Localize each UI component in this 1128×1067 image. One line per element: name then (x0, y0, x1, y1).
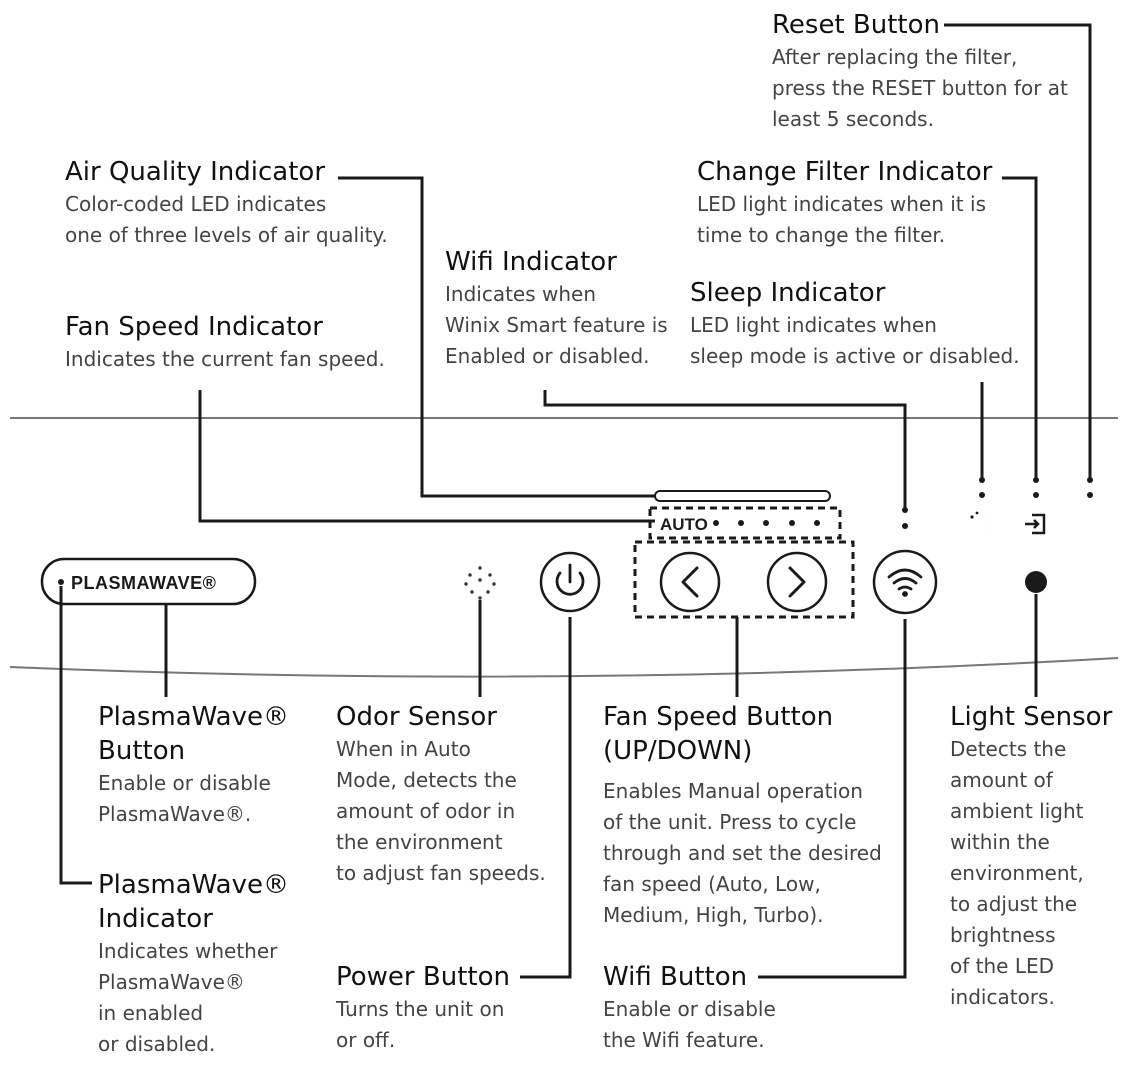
plasmawave-indicator-desc: Indicates whether PlasmaWave® in enabled… (98, 939, 278, 1056)
callout-sleep-indicator: Sleep Indicator LED light indicates when… (690, 276, 1020, 372)
sleep-indicator-desc: LED light indicates when sleep mode is a… (690, 313, 1020, 368)
dotted-sensor-icon (464, 566, 496, 600)
leader-plasmawave-indicator (59, 586, 92, 885)
callout-wifi-button: Wifi Button Enable or disable the Wifi f… (603, 960, 776, 1056)
fan-speed-indicator-title: Fan Speed Indicator (65, 312, 323, 342)
change-filter-title: Change Filter Indicator (697, 157, 993, 187)
callout-fan-speed-button: Fan Speed Button (UP/DOWN) Enables Manua… (603, 700, 882, 931)
fan-speed-indicator-desc: Indicates the current fan speed. (65, 347, 385, 371)
callout-reset-button: Reset Button After replacing the filter,… (772, 8, 1068, 135)
fan-speed-button-desc: Enables Manual operation of the unit. Pr… (603, 779, 882, 927)
change-filter-desc: LED light indicates when it is time to c… (697, 192, 986, 247)
wifi-button-desc: Enable or disable the Wifi feature. (603, 997, 776, 1052)
fan-speed-down-button[interactable] (659, 551, 721, 613)
callout-plasmawave-button: PlasmaWave® Button Enable or disable Pla… (98, 700, 289, 830)
callout-air-quality-indicator: Air Quality Indicator Color-coded LED in… (65, 155, 388, 251)
power-button[interactable] (539, 551, 601, 613)
power-button-title: Power Button (336, 962, 510, 992)
fan-speed-button-group (633, 540, 855, 619)
light-sensor-desc: Detects the amount of ambient light with… (950, 737, 1084, 1009)
leader-reset-button (944, 23, 1092, 480)
wifi-button[interactable] (872, 549, 938, 615)
odor-sensor-title: Odor Sensor (336, 702, 497, 732)
plasmawave-button[interactable]: PLASMAWAVE® (40, 557, 257, 606)
light-sensor (1025, 571, 1047, 593)
chevron-right-icon (788, 566, 806, 598)
reset-button-desc: After replacing the filter, press the RE… (772, 45, 1068, 131)
air-quality-desc: Color-coded LED indicates one of three l… (65, 192, 388, 247)
device-bottom-edge (9, 657, 1119, 678)
power-button-desc: Turns the unit on or off. (336, 997, 505, 1052)
callout-odor-sensor: Odor Sensor When in Auto Mode, detects t… (336, 700, 546, 889)
callout-fan-speed-indicator: Fan Speed Indicator Indicates the curren… (65, 310, 385, 375)
callout-wifi-indicator: Wifi Indicator Indicates when Winix Smar… (445, 245, 668, 372)
indicator-dots (902, 477, 1093, 529)
auto-label: AUTO (660, 515, 708, 534)
callout-change-filter-indicator: Change Filter Indicator LED light indica… (697, 155, 992, 251)
wifi-icon (887, 568, 923, 597)
fan-speed-up-button[interactable] (766, 551, 828, 613)
leader-air-quality (338, 176, 655, 498)
power-icon (555, 563, 585, 596)
odor-sensor-desc: When in Auto Mode, detects the amount of… (336, 737, 546, 885)
callout-power-button: Power Button Turns the unit on or off. (336, 960, 510, 1056)
light-sensor-title: Light Sensor (950, 702, 1113, 732)
air-quality-led-bar (654, 490, 831, 502)
sleep-indicator-title: Sleep Indicator (690, 278, 886, 308)
callout-light-sensor: Light Sensor Detects the amount of ambie… (950, 700, 1112, 1013)
plasmawave-button-title: PlasmaWave® Button (98, 702, 290, 766)
plasmawave-label: PLASMAWAVE® (71, 573, 216, 593)
fan-speed-indicator-group (648, 506, 842, 540)
filter-icon (1025, 513, 1046, 535)
leader-wifi-button (758, 619, 907, 979)
plasmawave-indicator-dot (58, 579, 64, 585)
reset-button-title: Reset Button (772, 10, 940, 40)
air-quality-title: Air Quality Indicator (65, 157, 326, 187)
leader-change-filter (1002, 176, 1038, 480)
leader-wifi-indicator (543, 390, 907, 510)
plasmawave-indicator-title: PlasmaWave® Indicator (98, 870, 290, 934)
plasmawave-button-desc: Enable or disable PlasmaWave®. (98, 771, 271, 826)
moon-icon (970, 511, 991, 534)
chevron-left-icon (681, 566, 699, 598)
fan-speed-button-title: Fan Speed Button (UP/DOWN) (603, 702, 834, 766)
wifi-button-title: Wifi Button (603, 962, 748, 992)
leader-fan-speed-indicator (198, 390, 655, 523)
callout-plasmawave-indicator: PlasmaWave® Indicator Indicates whether … (98, 868, 289, 1060)
leader-power-button (520, 617, 572, 979)
wifi-indicator-title: Wifi Indicator (445, 247, 617, 277)
fan-speed-leds (713, 520, 820, 526)
wifi-indicator-desc: Indicates when Winix Smart feature is En… (445, 282, 668, 368)
